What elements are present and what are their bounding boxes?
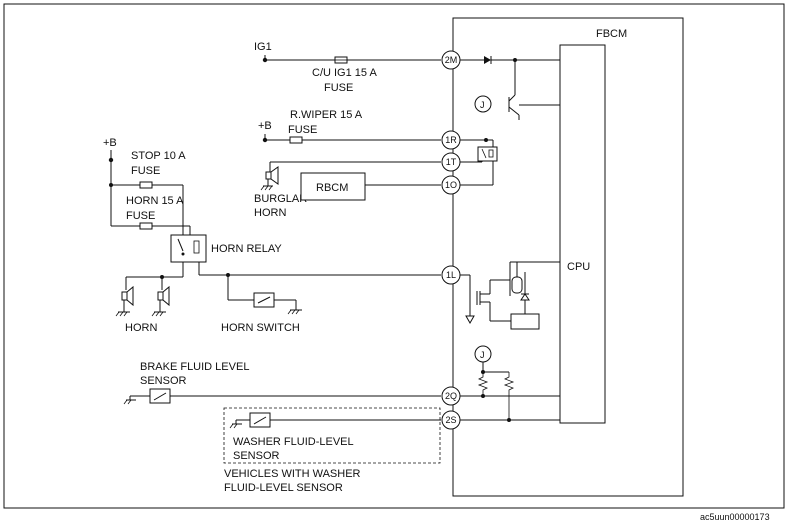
horn-label: HORN (125, 322, 157, 334)
fuse-rwiper-symbol (289, 136, 303, 144)
pullup-resistor-2s (503, 372, 515, 420)
stop-horn-fuse-circuit: +B STOP 10 A FUSE HORN 15 A FUSE (103, 137, 191, 235)
brake-sensor-line2: SENSOR (140, 375, 187, 387)
internal-horn-relay (460, 138, 498, 186)
internal-diode-icon (520, 293, 530, 301)
brake-sensor-line1: BRAKE FLUID LEVEL (140, 361, 249, 373)
cpu-label: CPU (567, 261, 590, 273)
optional-equipment-box (223, 407, 441, 464)
vehicles-note-line1: VEHICLES WITH WASHER (224, 468, 361, 480)
figure-code: ac5uun00000173 (700, 512, 770, 522)
horn-icon-right (162, 285, 170, 307)
pullup-resistor-2q (477, 372, 489, 396)
pin-2s-label: 2S (445, 415, 456, 425)
horn-switch-circuit: HORN SWITCH (221, 275, 302, 334)
pin-1r-label: 1R (445, 135, 457, 145)
internal-horn-driver (460, 261, 560, 330)
washer-sensor-line1: WASHER FLUID-LEVEL (233, 436, 354, 448)
fuse-rwiper-name: R.WIPER 15 A (290, 109, 363, 121)
diode-icon (484, 56, 491, 64)
joint-j-upper (474, 95, 492, 113)
pin-2q-label: 2Q (445, 391, 457, 401)
vehicles-note-line2: FLUID-LEVEL SENSOR (224, 482, 343, 494)
ig1-internal-circuit: J (460, 56, 560, 120)
joint-j-lower-label: J (480, 350, 485, 360)
horn-circuit: HORN (115, 275, 183, 334)
ig1-label: IG1 (254, 41, 272, 53)
fbcm-module-box (452, 17, 684, 497)
internal-sensor-pullups: J (460, 345, 560, 422)
brake-sensor-circuit: BRAKE FLUID LEVEL SENSOR (123, 361, 441, 405)
horn-icon-left (126, 285, 134, 307)
burglar-horn-line2: HORN (254, 207, 286, 219)
washer-sensor-line2: SENSOR (233, 450, 280, 462)
rwiper-circuit: +B R.WIPER 15 A FUSE (258, 109, 441, 144)
plus-b-rwiper-label: +B (258, 120, 272, 132)
pin-1l-label: 1L (446, 270, 456, 280)
rbcm-label: RBCM (316, 182, 348, 194)
joint-j-upper-label: J (480, 100, 485, 110)
diagram-frame (3, 3, 785, 509)
rbcm-box (300, 172, 366, 201)
pin-2m-label: 2M (445, 55, 458, 65)
plus-b-stop-label: +B (103, 137, 117, 149)
horn-relay-label: HORN RELAY (211, 243, 282, 255)
horn-switch-label: HORN SWITCH (221, 322, 300, 334)
horn-relay-box (170, 234, 207, 263)
cpu-box (559, 44, 606, 424)
pin-1t-label: 1T (446, 157, 457, 167)
fuse-ig1-fuse: FUSE (324, 82, 353, 94)
fuse-ig1-name: C/U IG1 15 A (312, 67, 377, 79)
burglar-horn-line1: BURGLAR (254, 193, 307, 205)
fuse-horn-fuse: FUSE (126, 210, 155, 222)
horn-relay: HORN RELAY (170, 234, 441, 277)
fuse-stop-fuse: FUSE (131, 165, 160, 177)
fuse-rwiper-fuse: FUSE (288, 124, 317, 136)
ground-symbol-internal (465, 315, 475, 325)
pin-1o-label: 1O (445, 180, 457, 190)
burglar-horn-icon (270, 166, 279, 185)
fuse-horn-symbol (139, 222, 153, 230)
ig1-circuit: IG1 C/U IG1 15 A FUSE (254, 41, 441, 94)
fbcm-label: FBCM (596, 28, 627, 40)
fuse-stop-symbol (139, 181, 153, 189)
fuse-stop-name: STOP 10 A (131, 150, 186, 162)
washer-sensor-circuit: WASHER FLUID-LEVEL SENSOR VEHICLES WITH … (223, 407, 441, 494)
fuse-horn-name: HORN 15 A (126, 195, 184, 207)
burglar-horn-circuit: BURGLAR HORN (254, 161, 441, 219)
internal-relay-coil (510, 313, 540, 330)
